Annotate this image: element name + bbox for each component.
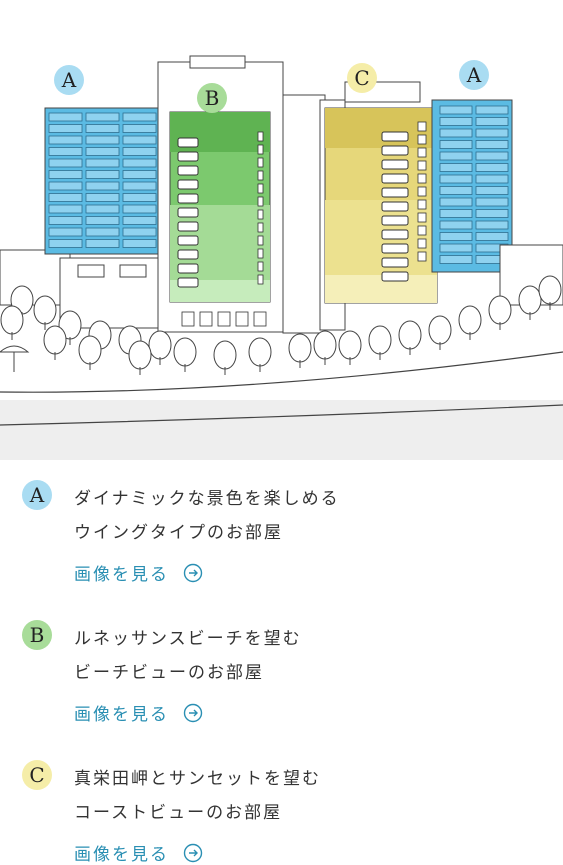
label-b: B bbox=[197, 83, 227, 113]
view-images-label: 画像を見る bbox=[74, 565, 169, 585]
room-line-2: コーストビューのお部屋 bbox=[74, 803, 283, 823]
circle-arrow-right-icon bbox=[183, 843, 203, 862]
hotel-illustration: A B C A bbox=[0, 55, 563, 460]
room-description: 真栄田岬とサンセットを望む コーストビューのお部屋 bbox=[74, 762, 321, 830]
view-images-link-c[interactable]: 画像を見る bbox=[74, 840, 203, 865]
label-c: C bbox=[347, 63, 377, 93]
road bbox=[0, 351, 563, 393]
ground bbox=[0, 400, 563, 460]
room-line-1: 真栄田岬とサンセットを望む bbox=[74, 769, 321, 789]
svg-text:C: C bbox=[354, 66, 369, 90]
parasol bbox=[0, 345, 30, 372]
view-images-label: 画像を見る bbox=[74, 845, 169, 865]
wing-a-left[interactable] bbox=[44, 107, 164, 255]
room-line-1: ダイナミックな景色を楽しめる bbox=[74, 489, 340, 509]
room-badge-a: A bbox=[22, 480, 52, 510]
circle-arrow-right-icon bbox=[183, 563, 203, 582]
room-line-1: ルネッサンスビーチを望む bbox=[74, 629, 302, 649]
label-a-left: A bbox=[54, 65, 84, 95]
view-images-label: 画像を見る bbox=[74, 705, 169, 725]
room-description: ダイナミックな景色を楽しめる ウイングタイプのお部屋 bbox=[74, 482, 340, 550]
view-images-link-b[interactable]: 画像を見る bbox=[74, 700, 203, 725]
view-images-link-a[interactable]: 画像を見る bbox=[74, 560, 203, 585]
trees bbox=[0, 275, 562, 375]
wing-a-right[interactable] bbox=[431, 99, 513, 273]
label-a-right: A bbox=[459, 60, 489, 90]
room-badge-c: C bbox=[22, 760, 52, 790]
room-badge-b: B bbox=[22, 620, 52, 650]
room-line-2: ウイングタイプのお部屋 bbox=[74, 523, 283, 543]
room-line-2: ビーチビューのお部屋 bbox=[74, 663, 264, 683]
tower-c[interactable] bbox=[324, 81, 438, 304]
tower-b[interactable] bbox=[157, 55, 284, 333]
room-description: ルネッサンスビーチを望む ビーチビューのお部屋 bbox=[74, 622, 302, 690]
svg-text:A: A bbox=[466, 63, 482, 87]
svg-text:A: A bbox=[61, 68, 77, 92]
shoreline bbox=[0, 404, 563, 426]
svg-text:B: B bbox=[205, 86, 220, 110]
circle-arrow-right-icon bbox=[183, 703, 203, 722]
